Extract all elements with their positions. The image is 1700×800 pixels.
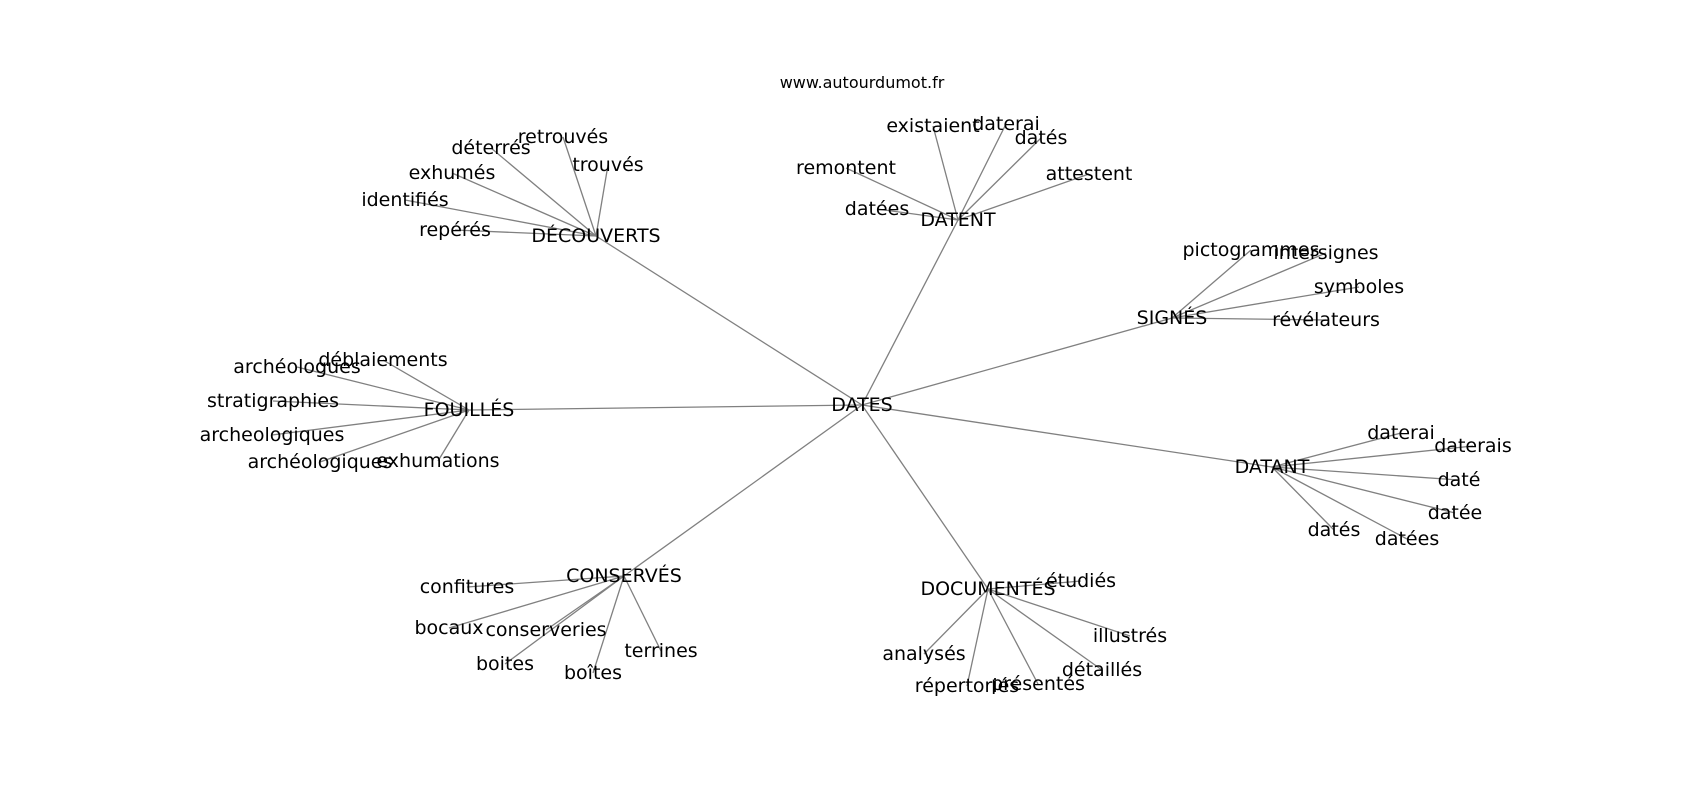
leaf-node-label: remontent	[796, 157, 896, 179]
edge-cluster-to-leaf	[448, 575, 625, 629]
leaf-node-label: datés	[1015, 127, 1068, 149]
edge-center-to-cluster	[861, 404, 1273, 468]
leaf-node-label: daterai	[1367, 422, 1435, 444]
cluster-node-label: DATANT	[1235, 456, 1310, 478]
edge-center-to-cluster	[861, 404, 989, 590]
edge-cluster-to-leaf	[987, 588, 1103, 671]
cluster-node-label: DÉCOUVERTS	[531, 224, 660, 247]
edge-center-to-cluster	[861, 317, 1173, 406]
edge-cluster-to-leaf	[876, 208, 959, 221]
leaf-node-label: archeologiques	[200, 424, 345, 446]
edge-center-to-cluster	[468, 404, 863, 411]
edge-cluster-to-leaf	[466, 575, 625, 588]
edge-cluster-to-leaf	[404, 199, 597, 237]
leaf-node-label: retrouvés	[518, 126, 608, 148]
leaf-node-label: déterrés	[451, 137, 530, 159]
leaf-node-label: attestent	[1046, 163, 1133, 185]
edge-cluster-to-leaf	[1171, 286, 1360, 319]
edge-cluster-to-leaf	[592, 575, 625, 674]
leaf-node-label: daté	[1438, 469, 1481, 491]
edge-center-to-cluster	[595, 235, 863, 406]
leaf-node-label: stratigraphies	[207, 390, 339, 412]
edge-cluster-to-leaf	[987, 588, 1131, 637]
leaf-node-label: analysés	[882, 643, 965, 665]
edge-cluster-to-leaf	[1171, 249, 1252, 319]
leaf-node-label: datées	[1375, 528, 1439, 550]
leaf-node-label: exhumés	[409, 162, 496, 184]
edge-cluster-to-leaf	[1271, 466, 1335, 531]
edge-cluster-to-leaf	[623, 575, 662, 652]
leaf-node-label: boîtes	[564, 662, 622, 684]
leaf-node-label: déblaiements	[318, 349, 447, 371]
edge-cluster-to-leaf	[1171, 317, 1327, 321]
edge-cluster-to-leaf	[504, 575, 625, 665]
edge-cluster-to-leaf	[1271, 466, 1460, 481]
edge-cluster-to-leaf	[966, 588, 989, 687]
leaf-node-label: terrines	[624, 640, 697, 662]
edge-cluster-to-leaf	[454, 229, 597, 237]
edge-cluster-to-leaf	[437, 409, 470, 462]
center-node-label: DATES	[831, 394, 893, 416]
edge-cluster-to-leaf	[271, 409, 470, 436]
cluster-node-label: FOUILLÉS	[424, 398, 515, 421]
watermark: www.autourdumot.fr	[780, 73, 945, 92]
leaf-node-label: conserveries	[485, 619, 606, 641]
edge-cluster-to-leaf	[957, 137, 1042, 221]
edge-cluster-to-leaf	[490, 147, 597, 237]
edge-cluster-to-leaf	[382, 359, 470, 411]
edge-cluster-to-leaf	[957, 173, 1090, 221]
leaf-node-label: boites	[476, 653, 534, 675]
leaf-node-label: intersignes	[1273, 242, 1378, 264]
leaf-node-label: exhumations	[376, 450, 499, 472]
leaf-node-label: archéologues	[233, 356, 360, 378]
cluster-node-label: SIGNÉS	[1137, 306, 1208, 329]
edge-cluster-to-leaf	[1271, 445, 1474, 468]
leaf-node-label: identifiés	[361, 189, 448, 211]
leaf-node-label: datée	[1428, 502, 1483, 524]
labels-layer: DATESDATENTexistaientdateraidatésremonte…	[200, 113, 1512, 697]
edge-cluster-to-leaf	[845, 167, 959, 221]
edge-cluster-to-leaf	[595, 164, 609, 237]
cluster-node-label: DOCUMENTÉS	[920, 577, 1055, 600]
leaf-node-label: trouvés	[572, 154, 643, 176]
leaf-node-label: repérés	[419, 219, 491, 241]
leaf-node-label: existaient	[886, 115, 979, 137]
leaf-node-label: datés	[1308, 519, 1361, 541]
edge-cluster-to-leaf	[1271, 432, 1402, 468]
leaf-node-label: bocaux	[414, 617, 483, 639]
edge-cluster-to-leaf	[1171, 252, 1327, 319]
edge-center-to-cluster	[623, 404, 863, 577]
cluster-node-label: DATENT	[920, 209, 996, 231]
leaf-node-label: répertoriés	[915, 675, 1019, 697]
leaf-node-label: symboles	[1314, 276, 1404, 298]
edge-cluster-to-leaf	[932, 125, 959, 221]
leaf-node-label: étudiés	[1046, 570, 1116, 592]
leaf-node-label: illustrés	[1093, 625, 1167, 647]
edge-cluster-to-leaf	[1271, 466, 1408, 540]
leaf-node-label: détaillés	[1062, 659, 1142, 681]
leaf-node-label: confitures	[420, 576, 515, 598]
edge-cluster-to-leaf	[319, 409, 470, 463]
edge-cluster-to-leaf	[987, 580, 1082, 590]
leaf-node-label: archéologiques	[248, 451, 393, 473]
edge-cluster-to-leaf	[987, 588, 1039, 685]
edge-cluster-to-leaf	[296, 366, 470, 411]
leaf-node-label: datées	[845, 198, 909, 220]
edge-cluster-to-leaf	[272, 400, 470, 411]
leaf-node-label: présentés	[991, 673, 1085, 695]
leaf-node-label: daterai	[972, 113, 1040, 135]
edge-cluster-to-leaf	[957, 123, 1007, 221]
edge-cluster-to-leaf	[562, 136, 597, 237]
cluster-node-label: CONSERVÉS	[566, 564, 682, 587]
edge-center-to-cluster	[861, 219, 959, 406]
leaf-node-label: daterais	[1434, 435, 1511, 457]
edge-cluster-to-leaf	[1271, 466, 1456, 514]
leaf-node-label: révélateurs	[1272, 309, 1380, 331]
edge-cluster-to-leaf	[451, 172, 597, 237]
edge-cluster-to-leaf	[923, 588, 989, 655]
leaf-node-label: pictogrammes	[1183, 239, 1320, 261]
edges-layer	[271, 123, 1474, 687]
